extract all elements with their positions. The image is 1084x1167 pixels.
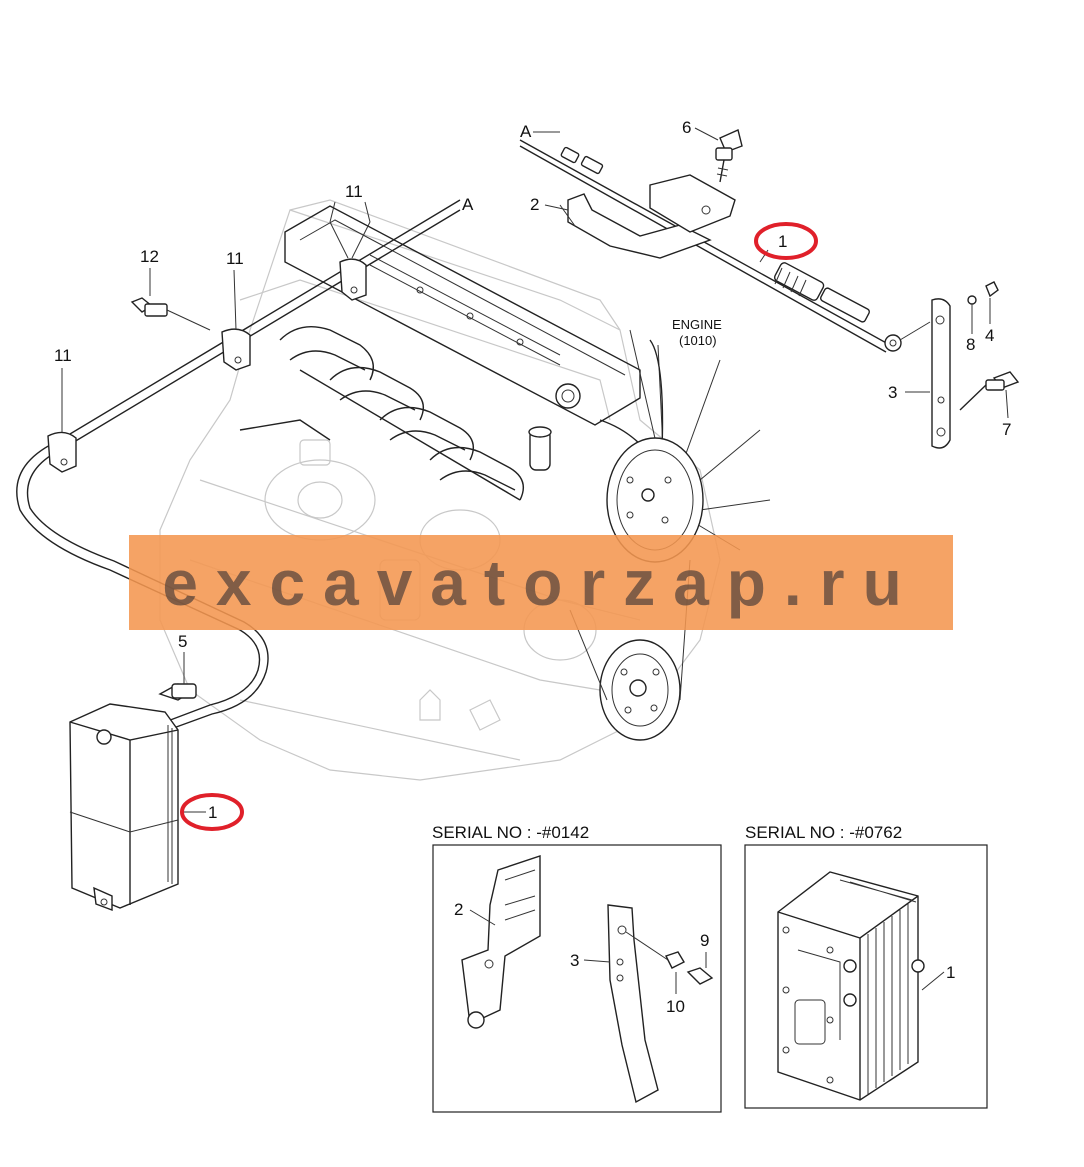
- valve-cover: [284, 205, 641, 426]
- engine-label-line2: (1010): [679, 333, 717, 348]
- throttle-cable: [519, 139, 902, 353]
- inset-left-callout-washer: 10: [666, 997, 685, 1016]
- bracket-2-part: [559, 174, 736, 259]
- callout-bolt-right: 7: [1002, 420, 1011, 439]
- callouts: 1 2 3 4 5 6 7 8 11 11 11 12 1 A A ENGINE…: [54, 118, 1011, 822]
- callout-arrow-a-top: A: [520, 122, 532, 141]
- callout-bolt-left: 5: [178, 632, 187, 651]
- highlight-oval-top: [754, 222, 818, 260]
- plate-3-part: [899, 281, 1020, 449]
- inset-left-callout-bolt: 9: [700, 931, 709, 950]
- engine-label-line1: ENGINE: [672, 317, 722, 332]
- callout-arrow-a-left: A: [462, 195, 474, 214]
- fan-assembly: [569, 329, 771, 741]
- bolt-6-part: [715, 129, 743, 183]
- inset-right-title: SERIAL NO : -#0762: [745, 823, 902, 842]
- highlight-oval-cooler: [180, 793, 244, 831]
- callout-nut-top: 4: [985, 326, 994, 345]
- manifold-runners: [239, 326, 552, 501]
- inset-left: SERIAL NO : -#0142 2 3 9 10: [432, 823, 722, 1113]
- callout-bolt-top: 6: [682, 118, 691, 137]
- callout-cable-top: 1: [778, 232, 787, 251]
- callout-clamp-a: 11: [345, 182, 363, 201]
- callout-plate-top: 3: [888, 383, 897, 402]
- pipe-clamps: [47, 258, 367, 473]
- callout-clamp-c: 11: [54, 346, 72, 365]
- callout-cooler-main: 1: [208, 803, 217, 822]
- watermark-banner: excavatorzap.ru: [129, 535, 953, 630]
- callout-washer-right: 8: [966, 335, 975, 354]
- highlight-marks: [180, 222, 818, 831]
- inset-left-callout-bracket: 2: [454, 900, 463, 919]
- inset-left-title: SERIAL NO : -#0142: [432, 823, 589, 842]
- callout-clamp-b: 11: [226, 249, 244, 268]
- bolt-12-part: [130, 297, 211, 331]
- cooling-pipe: [16, 199, 461, 731]
- cooler-main-part: [69, 664, 197, 912]
- callout-bracket-top: 2: [530, 195, 539, 214]
- callout-bolt-clamp: 12: [140, 247, 159, 266]
- inset-right: SERIAL NO : -#0762 1: [744, 823, 988, 1109]
- inset-right-callout-cooler: 1: [946, 963, 955, 982]
- inset-left-callout-plate: 3: [570, 951, 579, 970]
